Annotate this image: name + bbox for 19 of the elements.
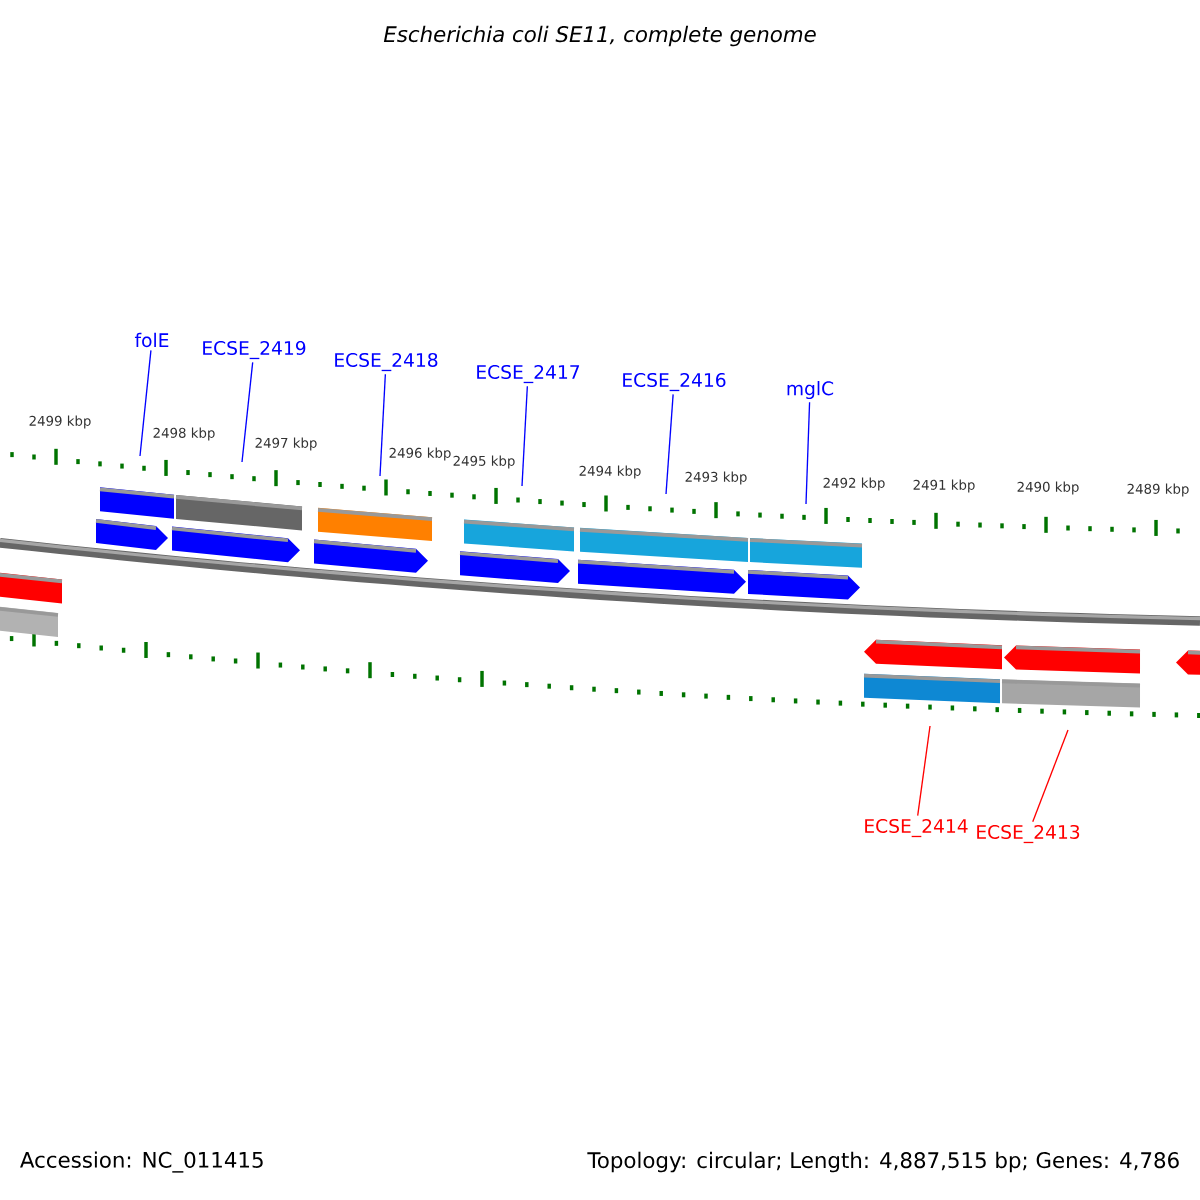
leader-line	[805, 401, 811, 505]
accession-text: Accession: NC_011415	[20, 1151, 263, 1173]
gene-label: ECSE_2418	[335, 352, 438, 372]
genome-info-text: Topology: circular; Length: 4,887,515 bp; Genes: 4,786	[587, 1151, 1179, 1173]
gene-label: ECSE_2419	[203, 340, 306, 360]
gene-label: mglC	[787, 381, 834, 400]
leader-line	[917, 725, 931, 817]
leader-line	[521, 385, 528, 487]
leader-line	[139, 349, 152, 457]
leader-line	[665, 393, 674, 495]
gene-label: ECSE_2417	[477, 364, 580, 384]
leader-line	[241, 361, 254, 463]
title: Escherichia coli SE11, complete genome	[383, 25, 816, 47]
leader-line	[1032, 729, 1069, 823]
leader-line	[379, 373, 387, 477]
gene-label: ECSE_2413	[977, 824, 1080, 844]
gene-label: folE	[134, 332, 169, 348]
gene-label: ECSE_2414	[865, 818, 968, 838]
gene-label: ECSE_2416	[623, 372, 726, 392]
